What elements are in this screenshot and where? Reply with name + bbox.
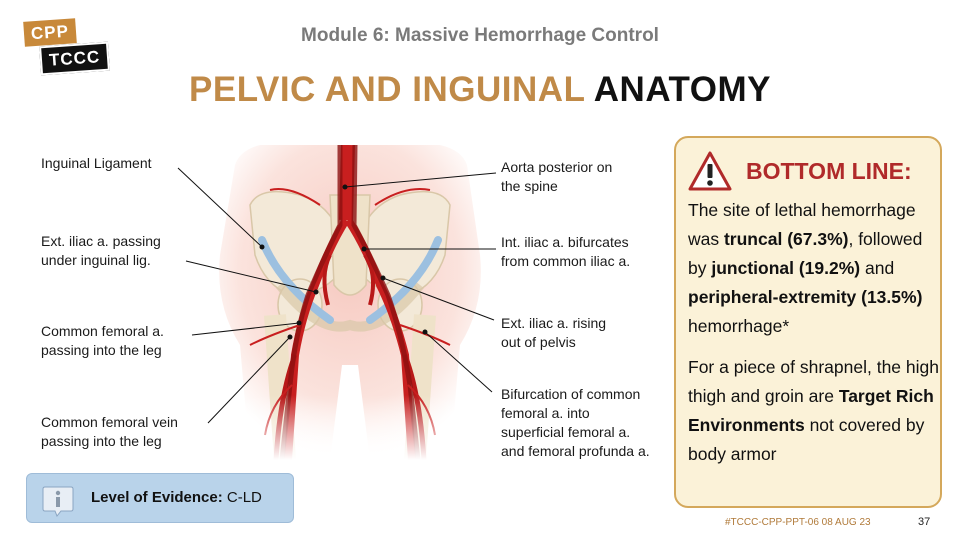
text-span: For a piece of shrapnel, the high thigh … <box>688 357 939 406</box>
info-icon <box>42 486 74 517</box>
level-of-evidence-text: Level of Evidence: C-LD <box>91 489 262 506</box>
warning-icon <box>688 151 732 191</box>
text-span: The site of lethal hemorrhage was <box>688 200 916 249</box>
title-part-1: PELVIC AND INGUINAL <box>189 70 585 109</box>
label-line: Int. iliac a. bifurcates <box>501 234 629 250</box>
label-int-iliac-bifurcation: Int. iliac a. bifurcates from common ili… <box>501 233 630 271</box>
evidence-label: Level of Evidence: <box>91 489 223 506</box>
label-line: Common femoral vein <box>41 414 178 430</box>
label-line: Common femoral a. <box>41 323 164 339</box>
evidence-value: C-LD <box>222 489 262 506</box>
bold-span: Target Rich Environments <box>688 386 934 435</box>
label-line: Bifurcation of common <box>501 386 641 402</box>
title-part-2: ANATOMY <box>593 70 771 109</box>
label-aorta: Aorta posterior on the spine <box>501 158 612 196</box>
bottom-line-paragraph-2: For a piece of shrapnel, the high thigh … <box>688 353 940 469</box>
label-line: the spine <box>501 178 558 194</box>
footer-code: #TCCC-CPP-PPT-06 08 AUG 23 <box>725 517 871 528</box>
text-span: and <box>860 258 895 278</box>
label-common-femoral-vein: Common femoral vein passing into the leg <box>41 413 178 451</box>
label-line: from common iliac a. <box>501 253 631 269</box>
pelvic-anatomy-illustration <box>180 145 520 460</box>
label-line: under inguinal lig. <box>41 252 151 268</box>
level-of-evidence-box: Level of Evidence: C-LD <box>26 473 294 523</box>
bold-span: truncal (67.3%) <box>723 229 849 249</box>
label-line: Ext. iliac a. rising <box>501 315 607 331</box>
label-line: passing into the leg <box>41 433 162 449</box>
label-inguinal-ligament: Inguinal Ligament <box>41 154 152 173</box>
text-span: , followed by <box>688 229 923 278</box>
bottom-line-paragraph-1: The site of lethal hemorrhage was trunca… <box>688 196 940 341</box>
page-number: 37 <box>918 516 931 528</box>
label-line: Ext. iliac a. passing <box>41 233 161 249</box>
label-line: femoral a. into <box>501 405 590 421</box>
bold-span: junctional (19.2%) <box>711 258 861 278</box>
label-common-femoral-artery: Common femoral a. passing into the leg <box>41 322 164 360</box>
label-femoral-bifurcation: Bifurcation of common femoral a. into su… <box>501 385 650 461</box>
label-line: Inguinal Ligament <box>41 155 152 171</box>
module-title: Module 6: Massive Hemorrhage Control <box>301 25 659 46</box>
bold-span: peripheral-extremity (13.5%) <box>688 287 923 307</box>
bottom-line-text: The site of lethal hemorrhage was trunca… <box>688 196 940 469</box>
bottom-line-box: BOTTOM LINE: The site of lethal hemorrha… <box>674 136 942 508</box>
label-line: out of pelvis <box>501 334 576 350</box>
label-line: passing into the leg <box>41 342 162 358</box>
label-line: and femoral profunda a. <box>501 443 650 459</box>
label-ext-iliac-under-ligament: Ext. iliac a. passing under inguinal lig… <box>41 232 161 270</box>
bottom-line-header: BOTTOM LINE: <box>688 150 938 194</box>
slide-title: PELVIC AND INGUINAL ANATOMY <box>0 70 960 110</box>
text-span: not covered by body armor <box>688 415 925 464</box>
bottom-line-heading: BOTTOM LINE: <box>746 158 912 184</box>
label-line: superficial femoral a. <box>501 424 631 440</box>
label-line: Aorta posterior on <box>501 159 613 175</box>
label-ext-iliac-rising: Ext. iliac a. rising out of pelvis <box>501 314 606 352</box>
text-span: hemorrhage* <box>688 316 790 336</box>
